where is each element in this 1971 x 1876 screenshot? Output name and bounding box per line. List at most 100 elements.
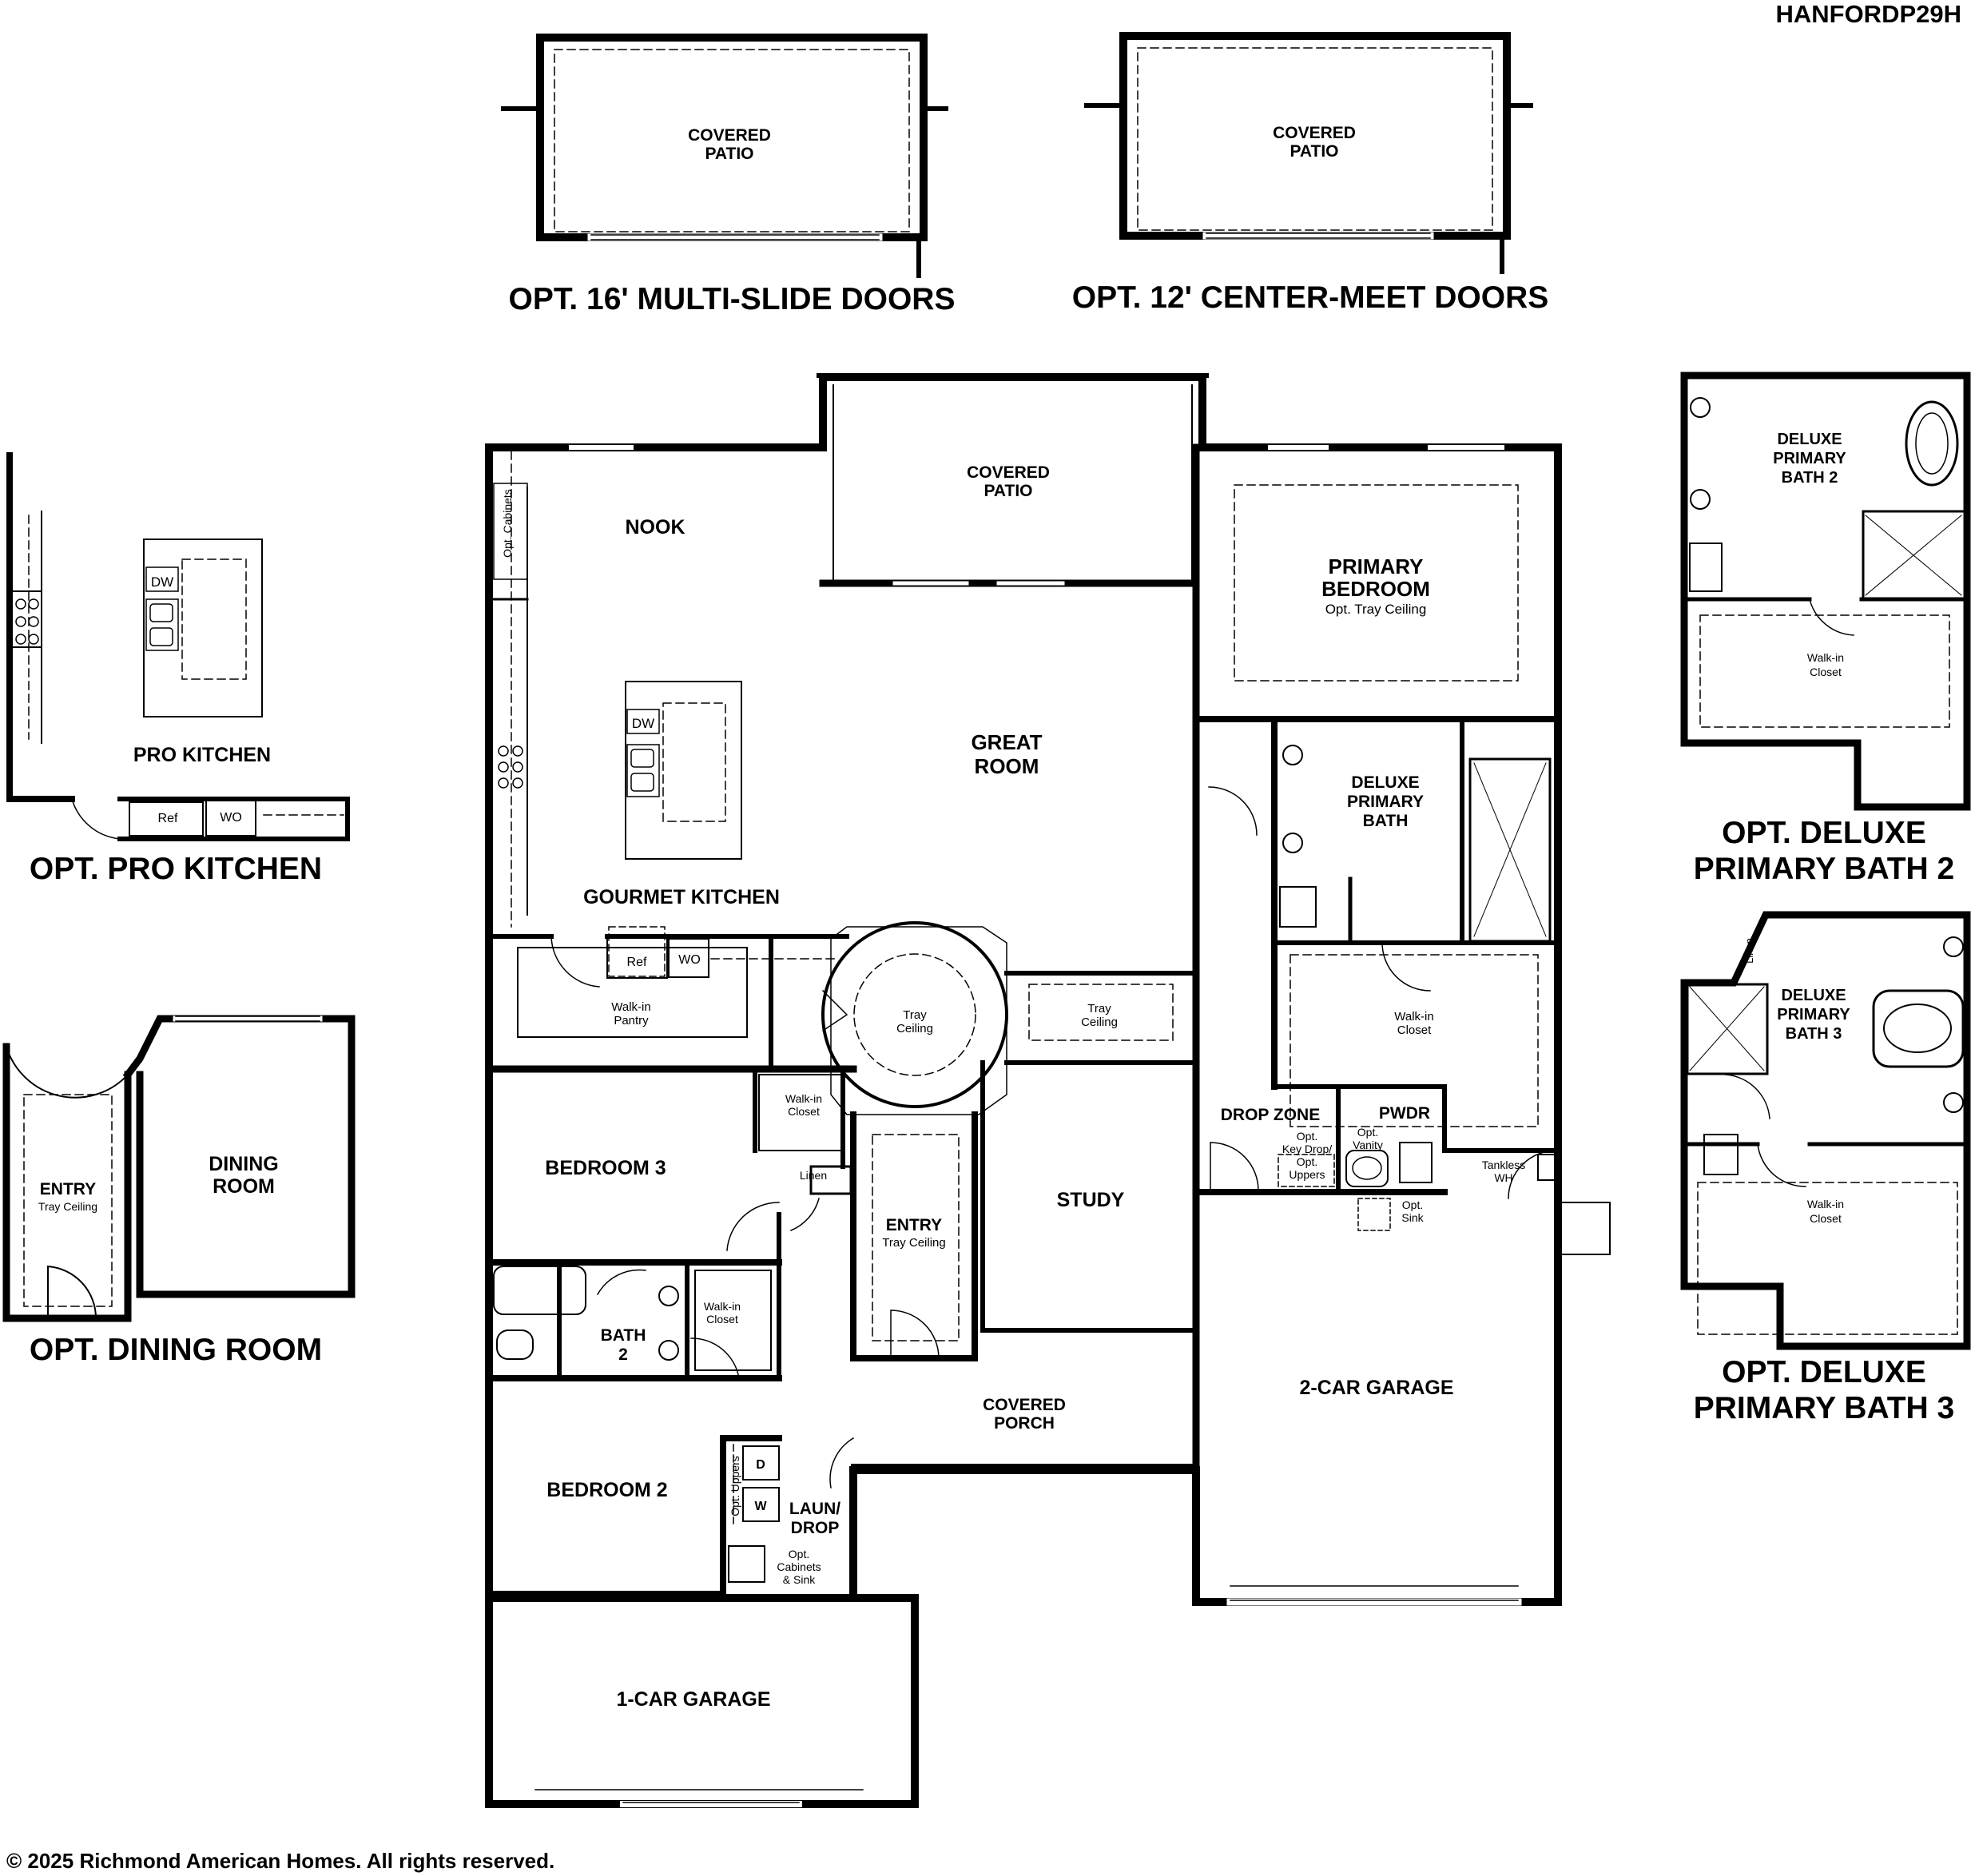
primary-bedroom-1: PRIMARY — [1329, 554, 1424, 578]
opt-bath2-room-3: BATH 2 — [1782, 469, 1838, 487]
opt-entry-note: Tray Ceiling — [38, 1200, 97, 1213]
opt-cabinets-label: Opt. Cabinets — [501, 489, 514, 558]
bed3-closet-1: Walk-in — [785, 1092, 822, 1105]
copyright: © 2025 Richmond American Homes. All righ… — [6, 1849, 554, 1873]
opt-uppers-label: Opt. Uppers — [729, 1456, 741, 1516]
dryer-label: D — [756, 1458, 765, 1472]
covered-patio-1: COVERED — [967, 463, 1050, 482]
linen-label: Linen — [800, 1169, 827, 1182]
bed3-closet-2: Closet — [788, 1105, 820, 1118]
pantry-1: Walk-in — [611, 1000, 650, 1014]
gourmet-kitchen-label: GOURMET KITCHEN — [583, 886, 780, 908]
bedroom3-label: BEDROOM 3 — [545, 1157, 666, 1179]
opt-deluxe-bath-2-caption-2: PRIMARY BATH 2 — [1694, 852, 1954, 886]
covered-porch-2: PORCH — [994, 1414, 1055, 1433]
opt-bath2-closet-2: Closet — [1810, 666, 1842, 678]
primary-bedroom-2: BEDROOM — [1321, 577, 1430, 601]
opt-bath3-room-1: DELUXE — [1781, 987, 1846, 1004]
pro-kitchen-wo: WO — [220, 811, 242, 825]
opt-dining-room-caption: OPT. DINING ROOM — [30, 1333, 322, 1367]
kitchen-wo: WO — [678, 953, 701, 967]
laun-label-1: LAUN/ — [789, 1500, 840, 1518]
opt-dining-room — [2, 1015, 356, 1322]
opt-bath2-room-2: PRIMARY — [1773, 450, 1846, 467]
opt-vanity-1: Opt. — [1357, 1126, 1378, 1139]
bath2-label-1: BATH — [601, 1326, 646, 1345]
deluxe-bath-2: PRIMARY — [1347, 793, 1424, 811]
opt-multi-slide-caption: OPT. 16' MULTI-SLIDE DOORS — [509, 282, 956, 316]
garage1-label: 1-CAR GARAGE — [616, 1688, 770, 1711]
opt-dining-label-2: ROOM — [213, 1175, 275, 1198]
opt-multi-slide-patio — [501, 34, 948, 278]
washer-label: W — [754, 1500, 767, 1513]
opt-bath3-closet-2: Closet — [1810, 1212, 1842, 1225]
laun-cabinets-2: Cabinets — [777, 1560, 821, 1573]
study-label: STUDY — [1057, 1189, 1125, 1211]
nook-label: NOOK — [626, 516, 685, 539]
covered-patio-2: PATIO — [984, 482, 1032, 500]
deluxe-bath-3: BATH — [1363, 812, 1409, 830]
pantry-2: Pantry — [614, 1014, 649, 1027]
key-drop-3: Opt. — [1297, 1155, 1317, 1168]
kitchen-ref: Ref — [627, 956, 647, 969]
rotunda-tray-1: Tray — [903, 1008, 927, 1022]
laun-label-2: DROP — [791, 1519, 840, 1537]
covered-porch-1: COVERED — [983, 1396, 1066, 1414]
pro-kitchen-label: PRO KITCHEN — [133, 744, 271, 766]
kitchen-dw: DW — [632, 716, 654, 731]
opt1-patio-1: COVERED — [688, 126, 771, 145]
opt-deluxe-bath-2 — [1680, 372, 1971, 811]
key-drop-4: Uppers — [1289, 1168, 1325, 1181]
laun-cabinets-1: Opt. — [789, 1548, 809, 1560]
opt-sink-1: Opt. — [1402, 1198, 1423, 1211]
opt-bath3-closet-1: Walk-in — [1807, 1198, 1844, 1210]
drop-zone-label: DROP ZONE — [1221, 1106, 1320, 1124]
opt-deluxe-bath-3-caption-2: PRIMARY BATH 3 — [1694, 1391, 1954, 1425]
opt-pro-kitchen — [6, 452, 350, 841]
opt-center-meet-caption: OPT. 12' CENTER-MEET DOORS — [1072, 280, 1549, 315]
key-drop-2: Key Drop/ — [1282, 1143, 1332, 1155]
tankless-2: WH — [1494, 1171, 1512, 1184]
opt-bath3-room-3: BATH 3 — [1786, 1025, 1842, 1043]
opt-sink-2: Sink — [1401, 1211, 1424, 1224]
pro-kitchen-dw: DW — [151, 574, 173, 590]
key-drop-1: Opt. — [1297, 1130, 1317, 1143]
great-room-2: ROOM — [975, 754, 1039, 778]
opt1-patio-2: PATIO — [705, 145, 753, 163]
opt-entry-label: ENTRY — [40, 1180, 96, 1198]
opt-dining-label-1: DINING — [209, 1153, 279, 1175]
tankless-1: Tankless — [1482, 1159, 1525, 1171]
bath2-label-2: 2 — [618, 1345, 628, 1364]
laun-cabinets-3: & Sink — [783, 1573, 816, 1586]
bath2-closet-1: Walk-in — [704, 1300, 741, 1313]
opt-pro-kitchen-caption: OPT. PRO KITCHEN — [30, 852, 322, 886]
entry-label: ENTRY — [886, 1216, 942, 1234]
entry-note: Tray Ceiling — [882, 1236, 945, 1250]
study-tray-1: Tray — [1087, 1002, 1111, 1016]
garage2-label: 2-CAR GARAGE — [1299, 1377, 1453, 1399]
great-room-1: GREAT — [971, 730, 1042, 754]
opt-bath3-linen: Linen — [1743, 938, 1755, 964]
opt-vanity-2: Vanity — [1353, 1139, 1383, 1151]
rotunda-tray-2: Ceiling — [896, 1022, 933, 1035]
primary-closet-1: Walk-in — [1394, 1010, 1433, 1023]
opt-deluxe-bath-3 — [1680, 911, 1971, 1350]
plan-code: HANFORDP29H — [1775, 0, 1961, 28]
opt-deluxe-bath-3-caption-1: OPT. DELUXE — [1722, 1355, 1926, 1389]
study-tray-2: Ceiling — [1081, 1016, 1118, 1029]
deluxe-bath-1: DELUXE — [1351, 773, 1419, 792]
opt-center-meet-patio — [1084, 32, 1533, 274]
bath2-closet-2: Closet — [706, 1313, 738, 1326]
opt-bath2-closet-1: Walk-in — [1807, 651, 1844, 664]
pwdr-label: PWDR — [1379, 1104, 1430, 1123]
opt-deluxe-bath-2-caption-1: OPT. DELUXE — [1722, 816, 1926, 850]
opt2-patio-1: COVERED — [1273, 124, 1356, 142]
opt2-patio-2: PATIO — [1289, 142, 1338, 161]
main-floor-plan — [485, 373, 1611, 1808]
pro-kitchen-ref: Ref — [158, 812, 178, 825]
primary-closet-2: Closet — [1397, 1023, 1432, 1037]
bedroom2-label: BEDROOM 2 — [546, 1479, 667, 1501]
opt-bath3-room-2: PRIMARY — [1777, 1006, 1850, 1023]
opt-bath2-room-1: DELUXE — [1777, 431, 1842, 448]
